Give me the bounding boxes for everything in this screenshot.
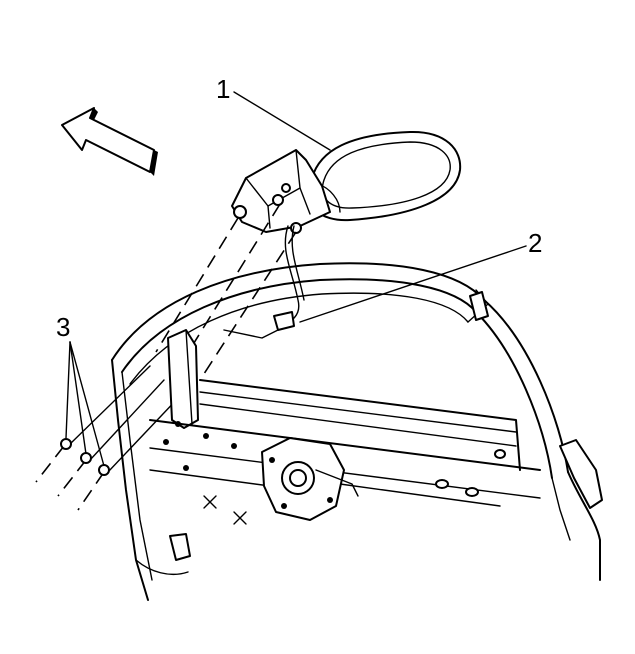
door-window-frame (111, 262, 603, 601)
callout-1: 1 (216, 74, 230, 104)
leader-lines-3 (65, 341, 105, 467)
leader-line-1 (233, 91, 331, 151)
installation-guide-lines (35, 203, 297, 511)
callout-3: 3 (56, 312, 70, 342)
callout-2: 2 (528, 228, 542, 258)
window-regulator (261, 437, 359, 521)
mounting-nuts (60, 438, 110, 476)
wiring-harness (223, 225, 305, 339)
lower-frame-bracket (135, 533, 191, 576)
direction-arrow (61, 107, 158, 176)
outside-mirror (231, 130, 462, 234)
x-marks (203, 495, 247, 525)
door-inner-panel (149, 329, 541, 507)
